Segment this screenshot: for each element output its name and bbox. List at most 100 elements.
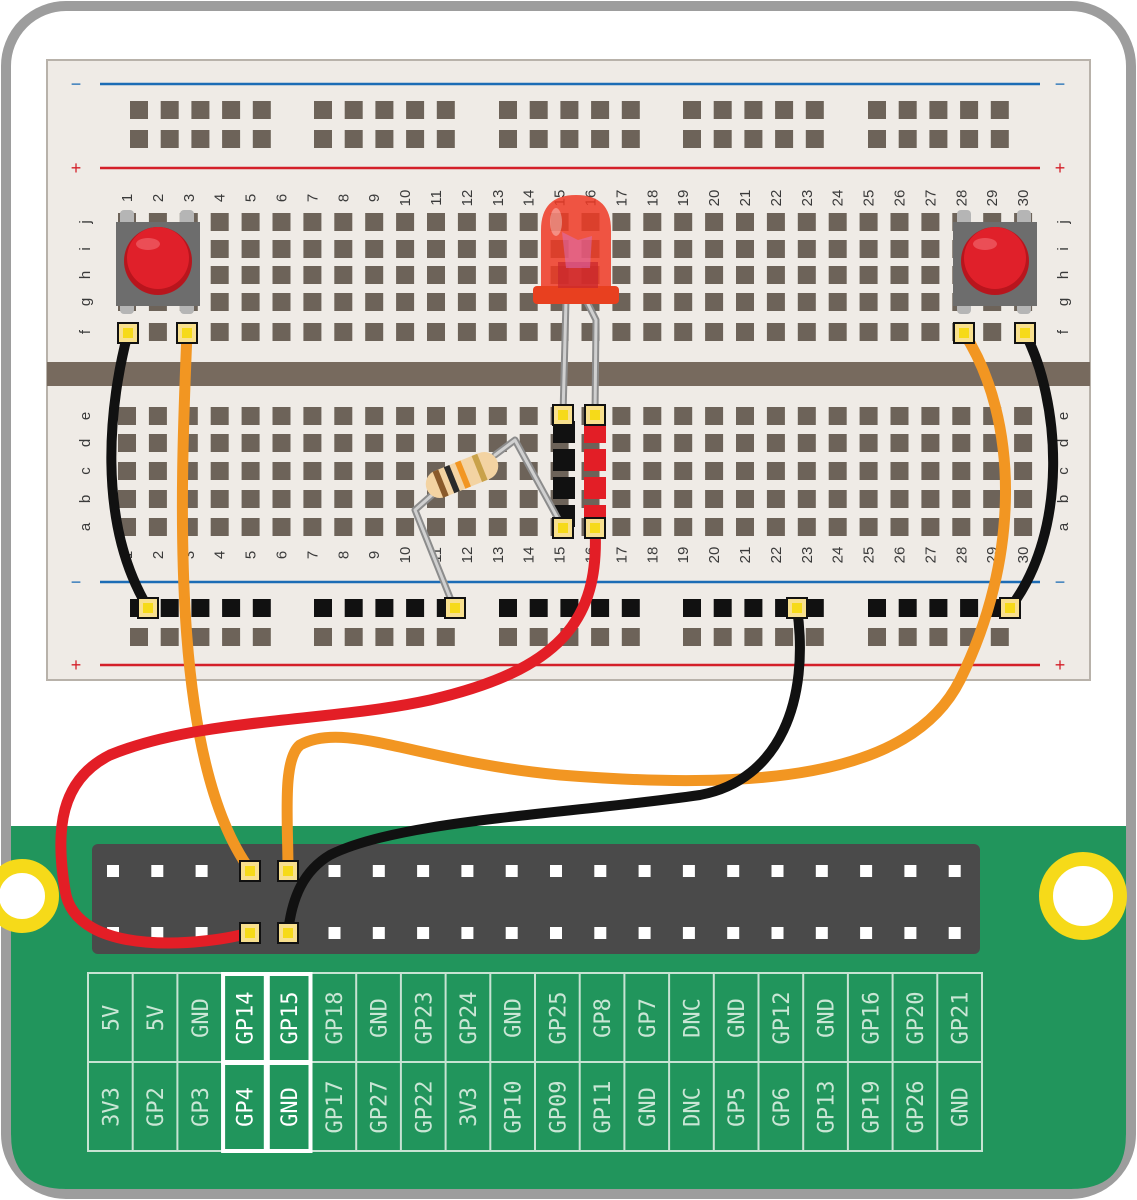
terminal-hole <box>210 240 229 258</box>
terminal-hole <box>365 407 384 425</box>
column-number-bottom: 24 <box>830 547 847 564</box>
pin-label-gp14: GP14 <box>233 992 258 1045</box>
column-number-bottom: 28 <box>953 547 970 564</box>
terminal-hole <box>797 407 816 425</box>
push-button-left[interactable] <box>116 210 200 314</box>
terminal-hole <box>643 266 662 284</box>
terminal-hole <box>334 434 353 452</box>
column-number-top: 9 <box>366 194 383 202</box>
terminal-hole <box>488 240 507 258</box>
rail-hole <box>529 628 548 646</box>
rail-hole <box>191 130 210 148</box>
occupied-hole <box>553 477 575 499</box>
rail-hole <box>252 599 271 617</box>
terminal-hole <box>457 434 476 452</box>
terminal-hole <box>272 213 291 231</box>
pin-label-gp4: GP4 <box>233 1087 258 1127</box>
terminal-hole <box>303 490 322 508</box>
rail-hole <box>314 599 332 617</box>
terminal-hole <box>921 518 940 536</box>
terminal-hole <box>210 293 229 311</box>
terminal-hole <box>766 518 785 536</box>
terminal-hole <box>859 434 878 452</box>
rail-hole <box>160 101 179 119</box>
pin-label-gp3: GP3 <box>189 1087 214 1127</box>
header-pin <box>461 927 474 939</box>
terminal-hole <box>705 462 724 480</box>
terminal-hole <box>272 490 291 508</box>
terminal-hole <box>766 407 785 425</box>
terminal-hole <box>519 213 538 231</box>
rail-hole <box>252 101 271 119</box>
column-number-bottom: 4 <box>212 551 229 559</box>
rail-hole <box>805 101 824 119</box>
rail-hole <box>222 101 241 119</box>
terminal-hole <box>705 213 724 231</box>
terminal-hole <box>519 490 538 508</box>
rail-hole <box>868 101 886 119</box>
rail-hole <box>960 130 979 148</box>
wire-orange-gp14 <box>176 327 256 876</box>
pin-label-gp17: GP17 <box>323 1081 348 1134</box>
rail-hole <box>314 628 332 646</box>
header-pin <box>328 865 341 877</box>
rail-hole <box>621 130 640 148</box>
terminal-hole <box>272 407 291 425</box>
terminal-hole <box>303 462 322 480</box>
rail-hole <box>252 130 271 148</box>
terminal-hole <box>983 490 1002 508</box>
header-pin <box>594 865 607 877</box>
terminal-hole <box>705 293 724 311</box>
row-letter: e <box>77 412 94 420</box>
wire-black-left <box>106 328 153 613</box>
pin-label-gnd: GND <box>815 998 840 1038</box>
wire-black-right <box>1005 328 1059 613</box>
pin-label-gp10: GP10 <box>502 1081 527 1134</box>
column-number-bottom: 27 <box>922 547 939 564</box>
wires <box>55 327 1059 949</box>
terminal-hole <box>766 240 785 258</box>
terminal-hole <box>736 266 754 284</box>
terminal-hole <box>890 240 909 258</box>
terminal-hole <box>488 490 507 508</box>
pin-label-gp23: GP23 <box>412 992 437 1045</box>
terminal-hole <box>334 266 353 284</box>
rail-hole <box>499 628 517 646</box>
terminal-hole <box>488 407 507 425</box>
terminal-hole <box>859 407 878 425</box>
terminal-hole <box>674 490 693 508</box>
terminal-hole <box>427 240 445 258</box>
column-number-top: 2 <box>150 194 167 202</box>
terminal-hole <box>674 518 693 536</box>
header-pin <box>904 865 917 877</box>
header-pin <box>682 927 695 939</box>
terminal-hole <box>241 266 260 284</box>
rail-hole <box>744 101 763 119</box>
rail-hole <box>560 130 579 148</box>
terminal-hole <box>643 518 662 536</box>
column-number-top: 11 <box>428 190 445 206</box>
terminal-hole <box>303 266 322 284</box>
terminal-hole <box>921 293 940 311</box>
push-button-right[interactable] <box>953 210 1037 314</box>
terminal-hole <box>797 462 816 480</box>
column-number-top: 30 <box>1015 190 1032 207</box>
terminal-hole <box>210 266 229 284</box>
rail-hole <box>898 599 917 617</box>
rail-hole <box>130 628 148 646</box>
column-number-bottom: 18 <box>644 547 661 564</box>
terminal-hole <box>396 407 415 425</box>
terminal-hole <box>148 434 167 452</box>
row-letter: f <box>77 329 94 334</box>
occupied-hole <box>584 449 606 471</box>
terminal-hole <box>118 434 136 452</box>
terminal-hole <box>828 434 847 452</box>
connection-point-core <box>558 410 568 420</box>
terminal-hole <box>859 266 878 284</box>
row-letter: d <box>1055 439 1072 447</box>
column-number-bottom: 5 <box>243 551 260 559</box>
red-led <box>533 195 619 419</box>
occupied-hole <box>584 477 606 499</box>
terminal-hole <box>859 462 878 480</box>
terminal-hole <box>241 462 260 480</box>
